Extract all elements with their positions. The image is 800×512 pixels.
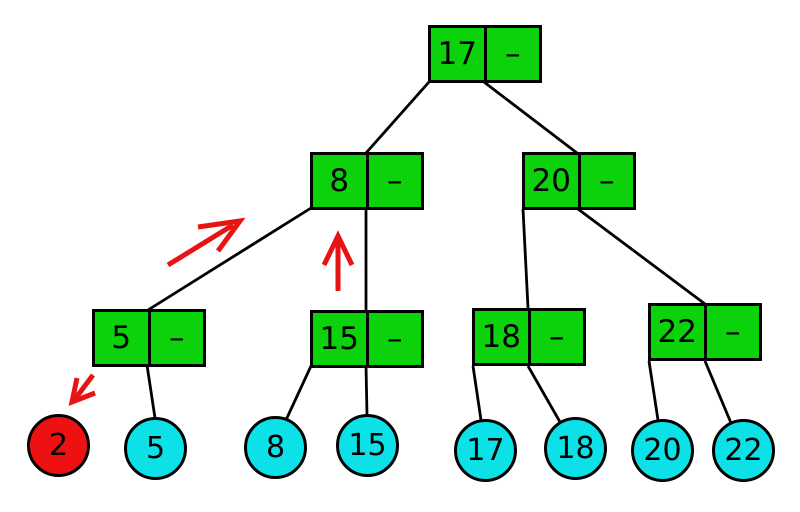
edge-18-to-leaf18	[526, 365, 562, 423]
internal-node-8: 8 –	[310, 152, 424, 210]
leaf-node-8: 8	[244, 416, 307, 479]
leaf-node-22: 22	[712, 419, 775, 482]
node-key: 5	[111, 319, 132, 356]
arrow-down-left-head-icon	[68, 377, 96, 407]
insertion-arrows	[68, 217, 355, 407]
node-key: 15	[319, 320, 359, 357]
edge-17-to-20	[483, 80, 578, 155]
edge-22-to-leaf22	[703, 360, 733, 424]
internal-node-18: 18 –	[472, 308, 586, 366]
node-key: 18	[481, 318, 521, 355]
arrow-down-left-shaft	[73, 373, 95, 401]
leaf-node-17: 17	[454, 419, 517, 482]
leaf-node-2-highlighted: 2	[27, 414, 90, 477]
node-key: 17	[437, 35, 477, 72]
edge-15-to-leaf8	[284, 365, 313, 421]
internal-node-5: 5 –	[92, 309, 206, 367]
internal-node-20: 20 –	[522, 152, 636, 210]
edge-17-to-8	[364, 81, 431, 154]
node-empty-slot: –	[365, 313, 422, 365]
node-key: 8	[329, 162, 350, 199]
node-empty-slot: –	[577, 155, 634, 207]
arrow-up-right-shaft	[166, 222, 235, 268]
edge-18-to-leaf17	[471, 365, 483, 421]
node-empty-slot: –	[483, 28, 540, 80]
edge-20-to-18	[521, 208, 530, 309]
leaf-node-15: 15	[336, 414, 399, 477]
edge-20-to-22	[577, 207, 706, 306]
leaf-node-20: 20	[631, 419, 694, 482]
arrow-up-head-icon	[321, 230, 355, 267]
internal-node-15: 15 –	[310, 310, 424, 368]
node-key: 20	[531, 162, 571, 199]
arrow-up-right-head-icon	[197, 217, 246, 253]
node-key: 22	[657, 313, 697, 350]
edge-22-to-leaf20	[647, 360, 660, 421]
internal-node-22: 22 –	[648, 303, 762, 361]
internal-node-17: 17 –	[428, 25, 542, 83]
node-empty-slot: –	[147, 312, 204, 364]
edge-15-to-leaf15	[364, 365, 369, 416]
edge-8-to-5	[147, 206, 312, 312]
node-empty-slot: –	[527, 311, 584, 363]
edge-5-to-leaf5	[145, 364, 157, 419]
leaf-node-18: 18	[544, 417, 607, 480]
node-empty-slot: –	[365, 155, 422, 207]
node-empty-slot: –	[703, 306, 760, 358]
leaf-node-5: 5	[124, 417, 187, 480]
